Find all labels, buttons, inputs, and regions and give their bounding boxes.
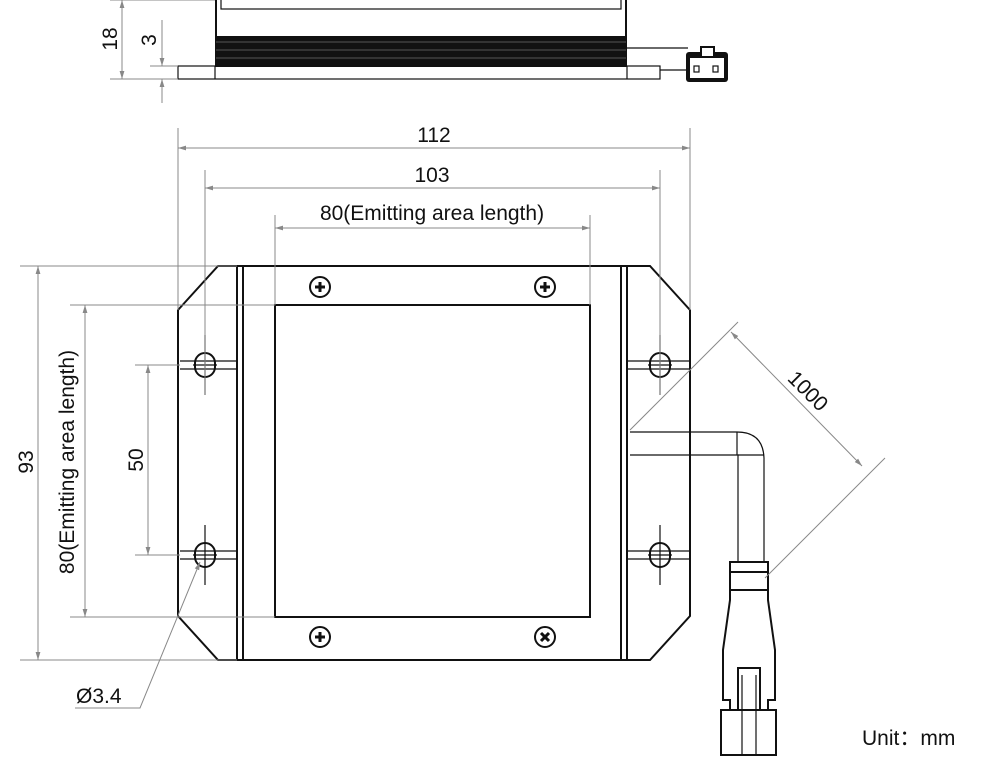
side-connector xyxy=(686,46,728,82)
hole-diameter-label: Ø3.4 xyxy=(76,685,122,708)
screws xyxy=(309,276,556,648)
unit-label: Unit：mm xyxy=(862,727,955,750)
dim-112-label: 112 xyxy=(417,124,450,147)
dimension-lines xyxy=(20,128,886,709)
front-view xyxy=(20,128,886,756)
mounting-holes xyxy=(180,335,690,585)
cable-length-label: 1000 xyxy=(783,367,832,416)
dim-3-label: 3 xyxy=(138,34,161,46)
dim-80-x-label: 80(Emitting area length) xyxy=(320,202,544,225)
dim-80-y-label: 80(Emitting area length) xyxy=(56,350,79,574)
dim-103-label: 103 xyxy=(414,164,449,187)
dim-18-label: 18 xyxy=(99,27,122,50)
side-view xyxy=(110,0,728,103)
emitting-area xyxy=(274,304,591,618)
dim-93-label: 93 xyxy=(15,450,38,473)
dim-50-label: 50 xyxy=(125,448,148,471)
cable xyxy=(630,431,777,756)
